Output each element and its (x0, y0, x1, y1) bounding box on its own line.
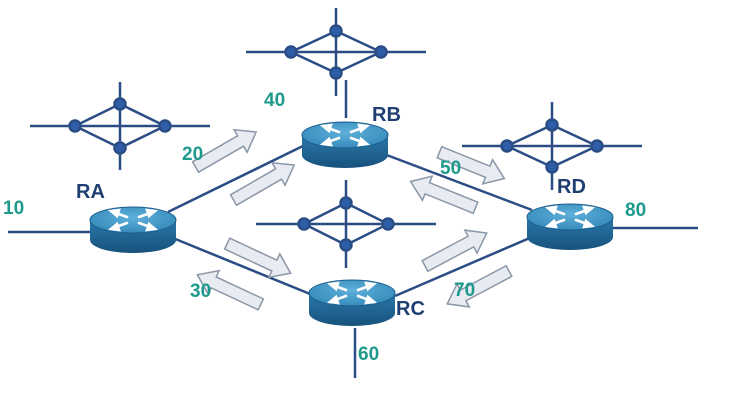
router-label-rc: RC (396, 298, 425, 320)
network-cloud-icon (30, 82, 210, 170)
flow-arrow-icon (436, 145, 506, 185)
flow-arrow-icon (223, 237, 292, 279)
network-stubs (8, 80, 698, 378)
network-cloud-icon (462, 102, 642, 190)
router-label-rd: RD (557, 176, 586, 198)
flow-arrow-icon (409, 175, 479, 215)
router-icon (89, 206, 177, 253)
router-icon (526, 203, 614, 250)
network-cloud-icon (246, 8, 426, 96)
router-label-rb: RB (372, 104, 401, 126)
router-label-ra: RA (76, 181, 105, 203)
network-label-60: 60 (358, 344, 379, 365)
network-label-10: 10 (3, 198, 24, 219)
link-rb-rd (383, 152, 533, 212)
link-rc-rd (394, 235, 533, 298)
network-cloud-icon (256, 180, 436, 268)
flow-arrow-icon (191, 128, 258, 174)
network-label-80: 80 (625, 200, 646, 221)
flow-arrow-icon (196, 269, 265, 311)
router-icon (308, 279, 396, 326)
network-label-70: 70 (454, 280, 475, 301)
network-label-20: 20 (182, 144, 203, 165)
router-icon (301, 121, 389, 168)
network-label-50: 50 (440, 158, 461, 179)
router-links (167, 143, 533, 298)
link-ra-rb (167, 143, 306, 214)
link-ra-rc (167, 234, 316, 298)
flow-arrows (191, 128, 513, 311)
flow-arrow-icon (446, 264, 513, 308)
flow-arrow-icon (421, 229, 488, 273)
network-label-30: 30 (190, 281, 211, 302)
flow-arrow-icon (229, 161, 296, 207)
network-label-40: 40 (264, 90, 285, 111)
